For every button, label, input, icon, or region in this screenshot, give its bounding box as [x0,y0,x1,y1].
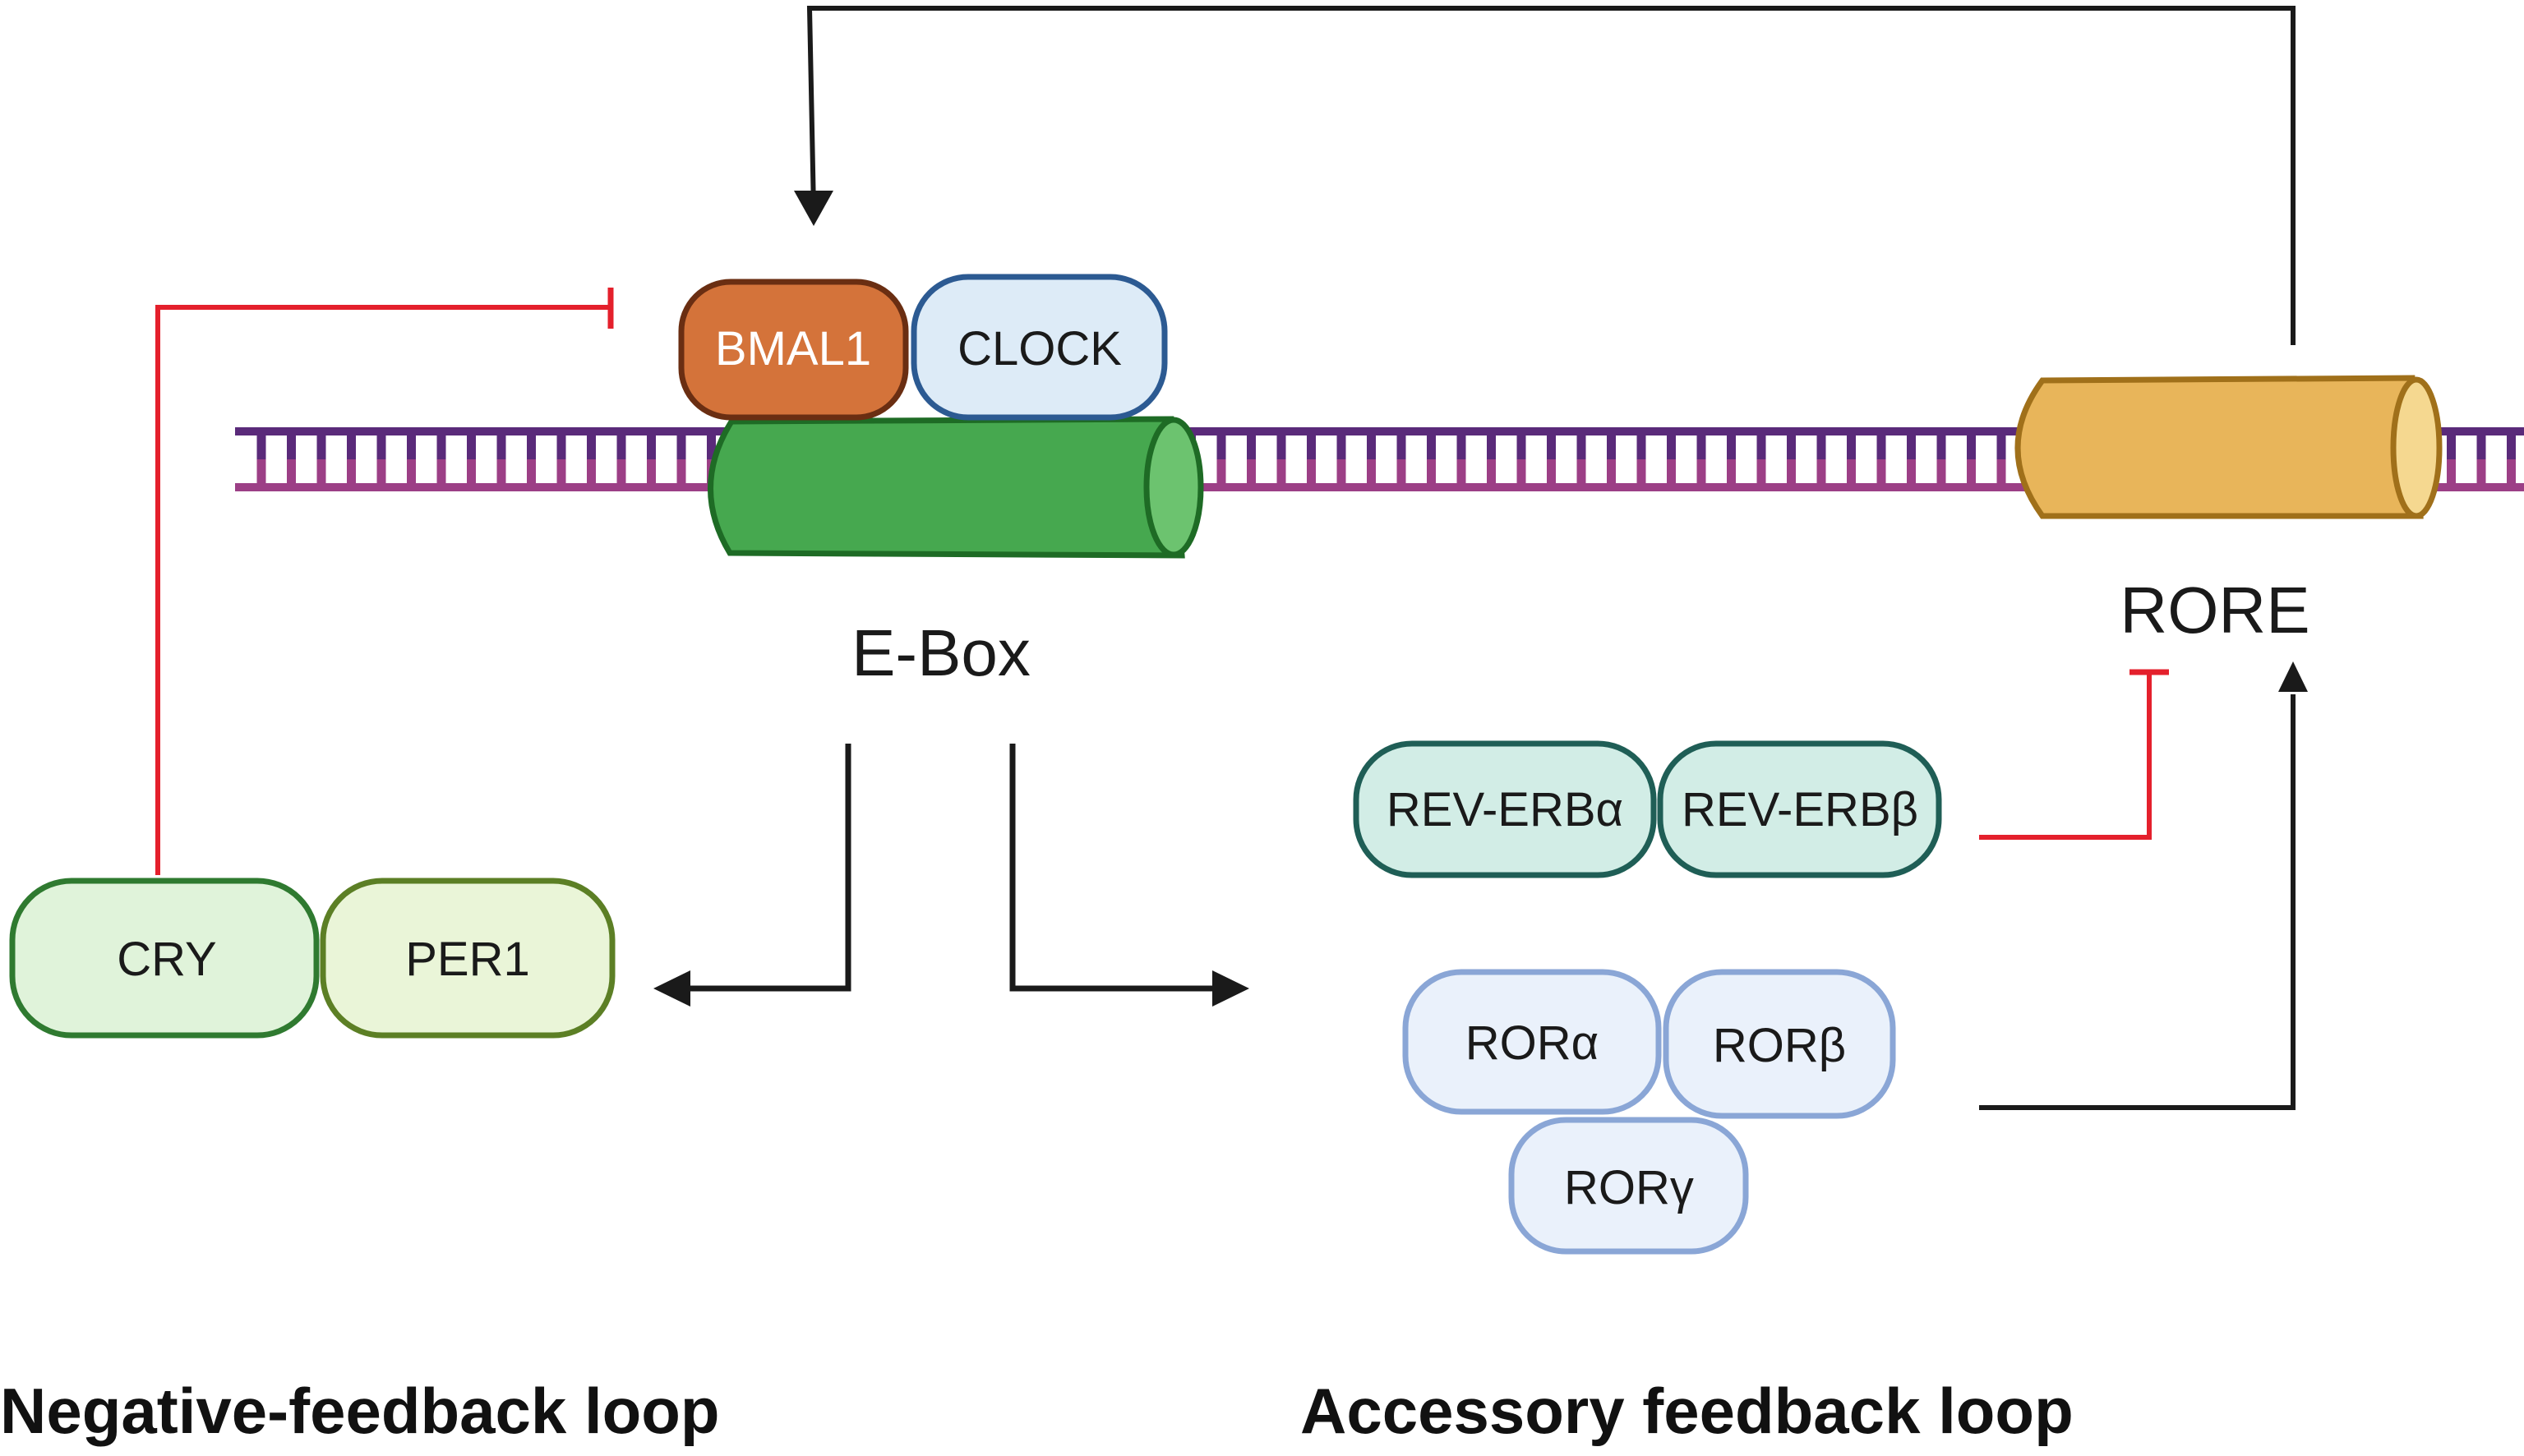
cry-inhibition-line [155,305,611,875]
per1-label: PER1 [405,933,530,986]
ror-alpha-label: RORα [1465,1016,1599,1070]
cry-label: CRY [117,933,216,986]
per1-protein: PER1 [320,878,616,1039]
ebox-to-cry-per1-arrow [689,744,851,992]
clock-protein: CLOCK [911,274,1168,421]
ebox-cylinder [708,416,1204,559]
ebox-to-cry-per1-arrowhead [653,970,690,1007]
rev-erb-inhibition-line [1979,672,2152,840]
ror-alpha-protein: RORα [1402,969,1662,1115]
bmal1-label: BMAL1 [715,322,871,376]
rev-erb-alpha-protein: REV-ERBα [1353,740,1657,878]
accessory-feedback-loop-title: Accessory feedback loop [1300,1375,2074,1447]
rore-to-bmal1-arrow [806,6,2296,345]
ror-to-rore-arrowhead [2278,661,2308,692]
ror-beta-protein: RORβ [1663,969,1896,1119]
rore-label: RORE [2120,574,2309,647]
clock-label: CLOCK [957,322,1122,376]
rev-erb-beta-protein: REV-ERBβ [1657,740,1942,878]
rore-to-bmal1-arrowhead [794,191,833,226]
ror-gamma-protein: RORγ [1508,1117,1749,1255]
rev-erb-beta-label: REV-ERBβ [1682,783,1918,836]
cry-protein: CRY [9,878,320,1039]
rev-erb-alpha-label: REV-ERBα [1387,783,1623,836]
bmal1-protein: BMAL1 [678,279,909,421]
ror-to-rore-arrow [1979,694,2296,1110]
ror-beta-label: RORβ [1713,1019,1846,1072]
ebox-to-accessory-arrow [1009,744,1215,992]
ebox-label: E-Box [851,616,1031,689]
ebox-to-accessory-arrowhead [1212,970,1249,1007]
rore-cylinder [2014,375,2443,519]
negative-feedback-loop-title: Negative-feedback loop [0,1375,720,1447]
ror-gamma-label: RORγ [1564,1161,1694,1214]
